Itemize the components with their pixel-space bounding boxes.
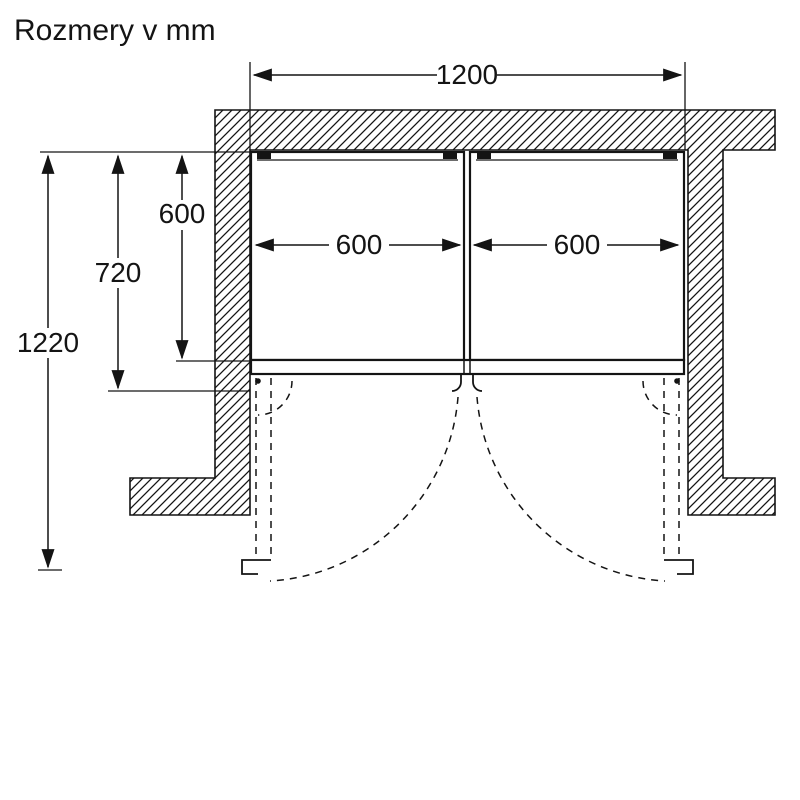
- dim-label-right-unit-width: 600: [554, 229, 601, 260]
- dim-right-unit-width: 600: [472, 229, 680, 260]
- center-handle-right: [472, 374, 483, 392]
- tab-icon: [663, 153, 677, 159]
- center-handle-left: [451, 374, 462, 392]
- swing-arc-right: [476, 396, 666, 582]
- hinge-arc-left: [257, 380, 293, 416]
- page-title: Rozmery v mm: [14, 14, 216, 47]
- tab-icon: [477, 153, 491, 159]
- dim-label-niche-width: 1200: [436, 59, 498, 90]
- dim-niche-width: 1200: [249, 59, 686, 150]
- niche-walls: [129, 109, 776, 516]
- open-door-left: [241, 378, 272, 575]
- dim-label-left-unit-width: 600: [336, 229, 383, 260]
- front-door-panel: [249, 358, 686, 376]
- open-door-right: [663, 378, 694, 575]
- tab-icon: [257, 153, 271, 159]
- dim-depth-with-door: 720: [95, 154, 142, 390]
- dim-unit-depth: 600: [159, 154, 206, 360]
- hinge-arc-right: [642, 380, 678, 416]
- dim-label-depth-with-door: 720: [95, 257, 142, 288]
- dim-left-unit-width: 600: [254, 229, 462, 260]
- door-swing-arcs: [241, 378, 694, 582]
- dim-label-unit-depth: 600: [159, 198, 206, 229]
- dim-label-depth-door-open: 1220: [17, 327, 79, 358]
- dim-depth-door-open: 1220: [17, 154, 79, 569]
- left-unit-outline: [249, 150, 466, 362]
- tab-icon: [443, 153, 457, 159]
- wall-hatch-shape: [129, 109, 776, 516]
- appliance-units: [249, 150, 686, 392]
- swing-arc-left: [269, 396, 459, 582]
